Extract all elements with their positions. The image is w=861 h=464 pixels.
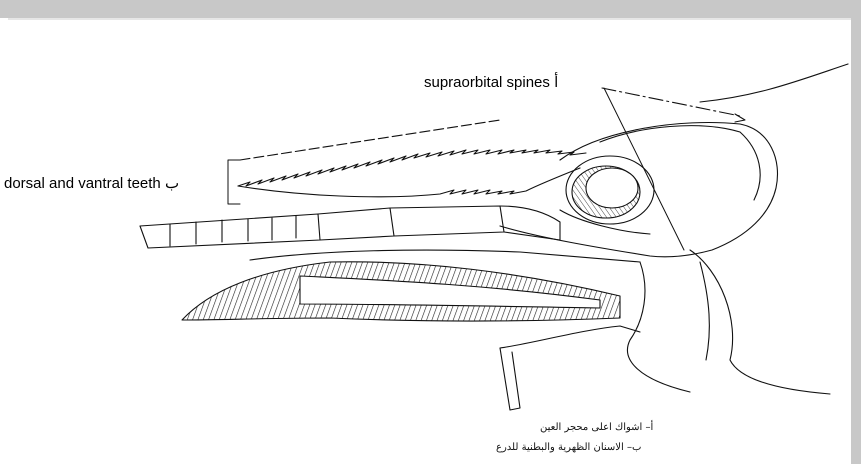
dorsal-bracket [228, 160, 240, 204]
rostrum-dorsal-teeth [238, 150, 586, 186]
supraorbital-spines-label: supraorbital spines أ [424, 73, 558, 91]
caption-line-1: أ– اشواك اعلى محجر العين [540, 422, 653, 433]
caption-line-2: ب– الاسنان الظهرية والبطنية للدرع [496, 442, 641, 453]
antennule-segments [140, 214, 320, 248]
dorsal-ventral-teeth-label: dorsal and vantral teeth ب [4, 174, 179, 192]
rostrum-ventral-teeth [238, 168, 580, 197]
